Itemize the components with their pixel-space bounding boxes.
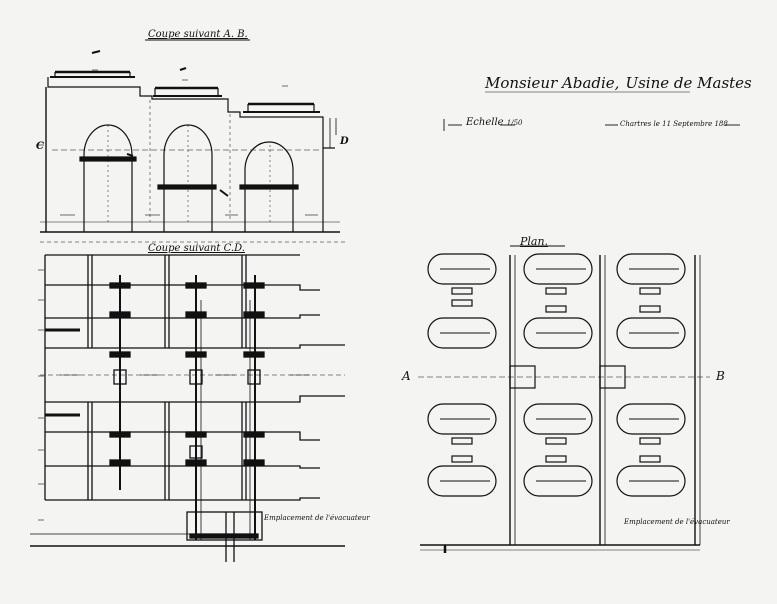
scale-label: Echelle 1/50	[466, 117, 523, 128]
marker-b: B	[716, 369, 725, 383]
dimension-ticks-ab	[36, 69, 318, 216]
date-place: Chartres le 11 Septembre 188	[620, 120, 728, 128]
client-name: Monsieur Abadie,	[485, 74, 620, 92]
elevation-ab	[40, 50, 345, 243]
marker-c: C	[36, 141, 44, 152]
plan-title: Plan.	[520, 235, 549, 248]
drawing-title: Monsieur Abadie, Usine de Mastes	[485, 74, 758, 92]
emplacement-note-left: Emplacement de l'évacuateur	[264, 514, 370, 522]
section-ab-title: Coupe suivant A. B.	[148, 29, 248, 40]
emplacement-note-right: Emplacement de l'évacuateur	[624, 518, 730, 526]
marker-a: A	[402, 369, 411, 383]
dimension-ticks-cd	[38, 269, 310, 521]
marker-d: D	[340, 136, 349, 147]
scale-value: 1/50	[506, 119, 523, 127]
scale-text: Echelle	[466, 117, 504, 128]
section-cd-title: Coupe suivant C.D.	[148, 243, 245, 254]
header-rules	[145, 39, 740, 256]
project-name: Usine de Mastes	[625, 74, 752, 92]
section-cd	[30, 254, 345, 562]
floor-plan	[418, 253, 710, 553]
